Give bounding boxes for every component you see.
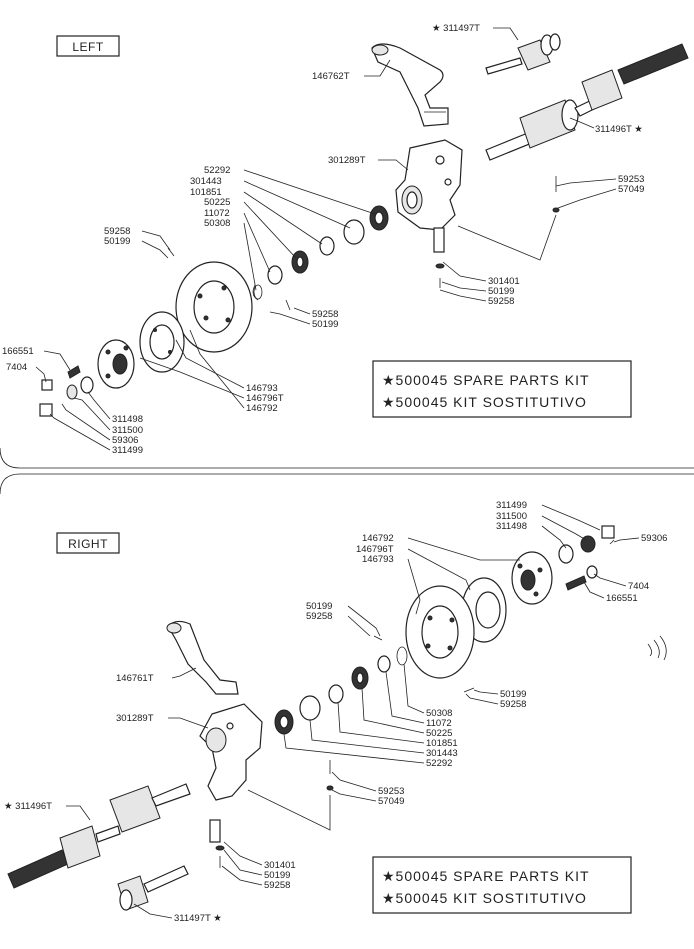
left-bearing-stack xyxy=(252,205,389,301)
right-label-311499: 311499 xyxy=(496,500,527,511)
left-label-57049: 57049 xyxy=(618,184,644,195)
right-brake-disc-icon xyxy=(405,585,475,679)
right-drive-shaft-311496-icon xyxy=(7,783,191,889)
right-label-59306: 59306 xyxy=(641,533,667,544)
right-label-101851: 101851 xyxy=(426,738,458,749)
right-small-hardware-top xyxy=(558,525,615,591)
left-steering-knuckle-icon xyxy=(395,139,463,231)
left-label-301401: 301401 xyxy=(488,276,520,287)
right-steering-arm-icon xyxy=(166,620,239,695)
left-wheel-flange-icon xyxy=(97,339,135,389)
right-label-311497: 311497T ★ xyxy=(174,913,222,924)
right-label-146761: 146761T xyxy=(116,673,154,684)
right-bearing-stack xyxy=(274,646,408,735)
left-kit-box: ★500045 SPARE PARTS KIT ★500045 KIT SOST… xyxy=(372,360,632,418)
left-label-59258-disc: 59258 xyxy=(312,309,338,320)
right-label-59258-bottom: 59258 xyxy=(264,880,290,891)
right-small-hardware xyxy=(209,635,667,868)
left-label-311500: 311500 xyxy=(112,425,143,436)
left-title-box xyxy=(56,35,120,57)
left-small-hardware xyxy=(39,176,560,417)
left-label-59253: 59253 xyxy=(618,174,644,185)
right-label-301289: 301289T xyxy=(116,713,154,724)
left-hub-icon xyxy=(139,311,185,373)
right-label-59253: 59253 xyxy=(378,786,404,797)
left-label-166551: 166551 xyxy=(2,346,34,357)
right-label-166551: 166551 xyxy=(606,593,638,604)
left-label-146792: 146792 xyxy=(246,403,278,414)
left-label-311498: 311498 xyxy=(112,414,143,425)
right-leader-lines xyxy=(66,504,640,919)
right-label-50225: 50225 xyxy=(426,728,452,739)
left-label-59258-top: 59258 xyxy=(104,226,130,237)
left-label-146762: 146762T xyxy=(312,71,350,82)
left-brake-disc-icon xyxy=(175,261,253,353)
left-kit-line-2: ★500045 KIT SOSTITUTIVO xyxy=(382,394,587,410)
left-label-59306: 59306 xyxy=(112,435,138,446)
right-section-border xyxy=(0,473,694,495)
right-label-50199-disc: 50199 xyxy=(500,689,526,700)
right-label-11072: 11072 xyxy=(426,718,452,729)
left-drive-shaft-311496-icon xyxy=(485,43,689,161)
right-label-301401: 301401 xyxy=(264,860,296,871)
right-label-50199-bottom: 50199 xyxy=(264,870,290,881)
left-section: LEFT xyxy=(0,23,694,469)
left-label-311496: 311496T ★ xyxy=(595,124,643,135)
left-label-301443: 301443 xyxy=(190,176,222,187)
left-label-50225: 50225 xyxy=(204,197,230,208)
right-kit-line-1: ★500045 SPARE PARTS KIT xyxy=(382,868,590,884)
left-label-101851: 101851 xyxy=(190,187,222,198)
left-part-labels: ★ 311497T 146762T 311496T ★ 301289T 5229… xyxy=(2,23,644,456)
left-label-311499: 311499 xyxy=(112,445,143,456)
left-label-50199-top: 50199 xyxy=(104,236,130,247)
right-label-7404: 7404 xyxy=(628,581,649,592)
left-label-311497: ★ 311497T xyxy=(432,23,480,34)
left-kit-line-1: ★500045 SPARE PARTS KIT xyxy=(382,372,590,388)
right-label-50199-top: 50199 xyxy=(306,601,332,612)
left-label-11072: 11072 xyxy=(204,208,230,219)
left-label-50308: 50308 xyxy=(204,218,230,229)
right-label-311496: ★ 311496T xyxy=(4,801,52,812)
left-title: LEFT xyxy=(72,40,104,54)
right-drive-shaft-311497-icon xyxy=(117,865,189,911)
right-label-311498: 311498 xyxy=(496,521,527,532)
right-steering-knuckle-icon xyxy=(199,703,263,801)
right-section: RIGHT xyxy=(0,473,694,924)
left-label-50199-bottom: 50199 xyxy=(488,286,514,297)
left-label-146796: 146796T xyxy=(246,393,284,404)
right-title-box xyxy=(56,532,120,554)
left-label-59258-bottom: 59258 xyxy=(488,296,514,307)
right-label-146796: 146796T xyxy=(356,544,394,555)
left-label-7404: 7404 xyxy=(6,362,27,373)
left-label-50199-disc: 50199 xyxy=(312,319,338,330)
left-label-52292: 52292 xyxy=(204,165,230,176)
left-label-146793: 146793 xyxy=(246,383,278,394)
right-label-301443: 301443 xyxy=(426,748,458,759)
right-kit-line-2: ★500045 KIT SOSTITUTIVO xyxy=(382,890,587,906)
left-label-301289: 301289T xyxy=(328,155,366,166)
right-label-146792: 146792 xyxy=(362,533,394,544)
left-section-border xyxy=(0,447,694,469)
right-title: RIGHT xyxy=(68,537,108,551)
left-steering-arm-icon xyxy=(371,43,449,127)
right-label-311500: 311500 xyxy=(496,511,527,522)
right-label-59258-top: 59258 xyxy=(306,611,332,622)
right-label-146793: 146793 xyxy=(362,554,394,565)
right-part-labels: 311499 311500 311498 59306 146792 146796… xyxy=(4,500,667,924)
left-drive-shaft-311497-icon xyxy=(485,33,561,75)
left-leader-lines xyxy=(35,27,617,451)
right-label-57049: 57049 xyxy=(378,796,404,807)
right-kit-box: ★500045 SPARE PARTS KIT ★500045 KIT SOST… xyxy=(372,856,632,914)
right-label-52292: 52292 xyxy=(426,758,452,769)
right-label-59258-disc: 59258 xyxy=(500,699,526,710)
right-wheel-flange-icon xyxy=(511,551,553,605)
right-label-50308: 50308 xyxy=(426,708,452,719)
